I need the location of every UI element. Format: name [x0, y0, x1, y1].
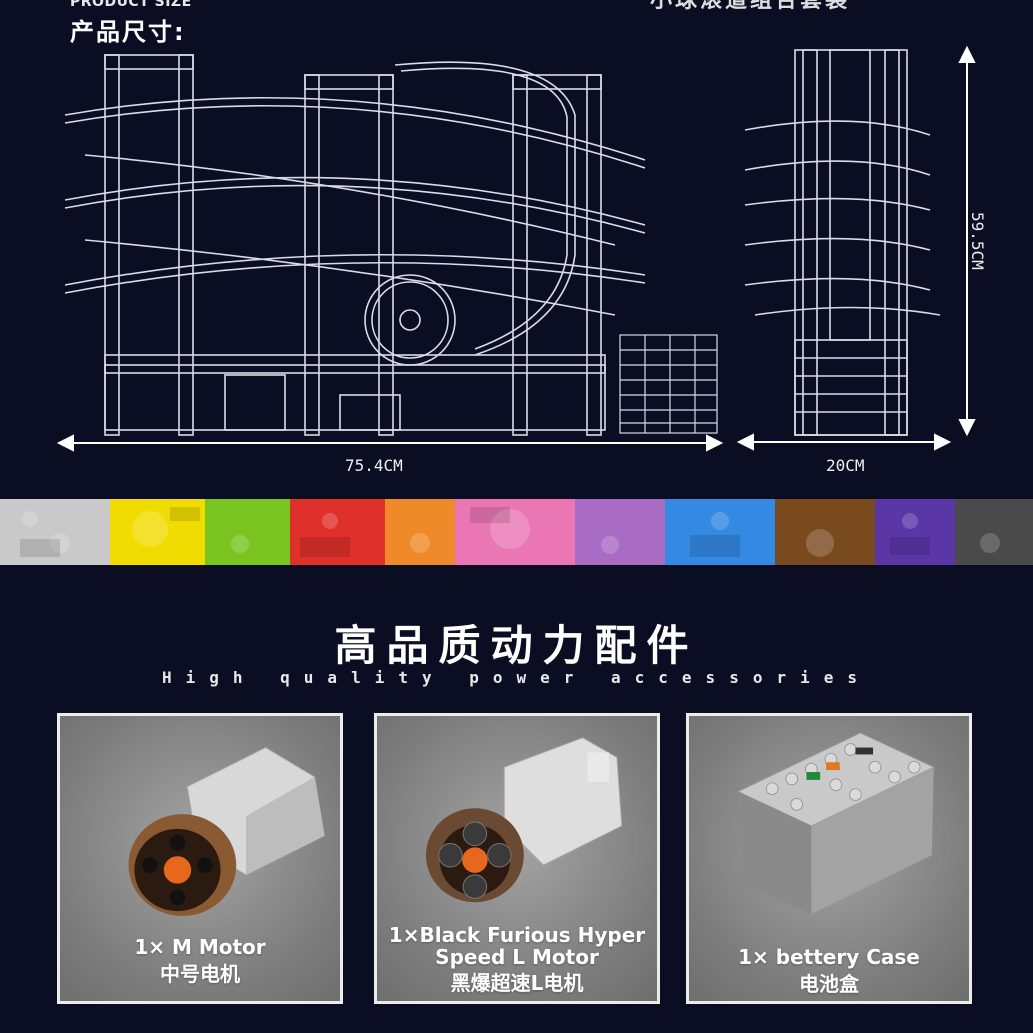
- height-label: 59.5CM: [968, 212, 987, 270]
- product-name-en-line1: 1×Black Furious Hyper: [388, 923, 646, 947]
- set-title-partial: 小球滚道组合套装: [650, 0, 851, 13]
- product-size-label: PRODUCT SIZE: [70, 0, 192, 10]
- side-width-label: 20CM: [826, 456, 865, 475]
- product-card-battery-case: 1× bettery Case 电池盒: [686, 713, 972, 1004]
- front-view-diagram: [56, 54, 724, 452]
- product-name-cn: 黑爆超速L电机: [450, 971, 584, 995]
- product-card-m-motor: 1× M Motor 中号电机: [57, 713, 343, 1004]
- product-name-en-line2: Speed L Motor: [435, 945, 599, 969]
- battery-case-icon: [736, 732, 935, 915]
- l-motor-icon: [425, 737, 623, 903]
- product-name-en: 1× bettery Case: [738, 945, 920, 969]
- product-card-l-motor: 1×Black Furious Hyper Speed L Motor 黑爆超速…: [374, 713, 660, 1004]
- product-name-cn: 中号电机: [160, 962, 240, 986]
- brick-color-band: [0, 499, 1033, 565]
- front-width-label: 75.4CM: [345, 456, 403, 475]
- section-title: 高品质动力配件: [334, 621, 699, 670]
- side-view-diagram: [736, 45, 976, 451]
- product-name-cn: 电池盒: [799, 972, 859, 996]
- section-subtitle: High quality power accessories: [162, 668, 871, 687]
- product-size-cn-label: 产品尺寸:: [70, 18, 186, 46]
- product-name-en: 1× M Motor: [134, 935, 266, 959]
- m-motor-icon: [128, 747, 325, 916]
